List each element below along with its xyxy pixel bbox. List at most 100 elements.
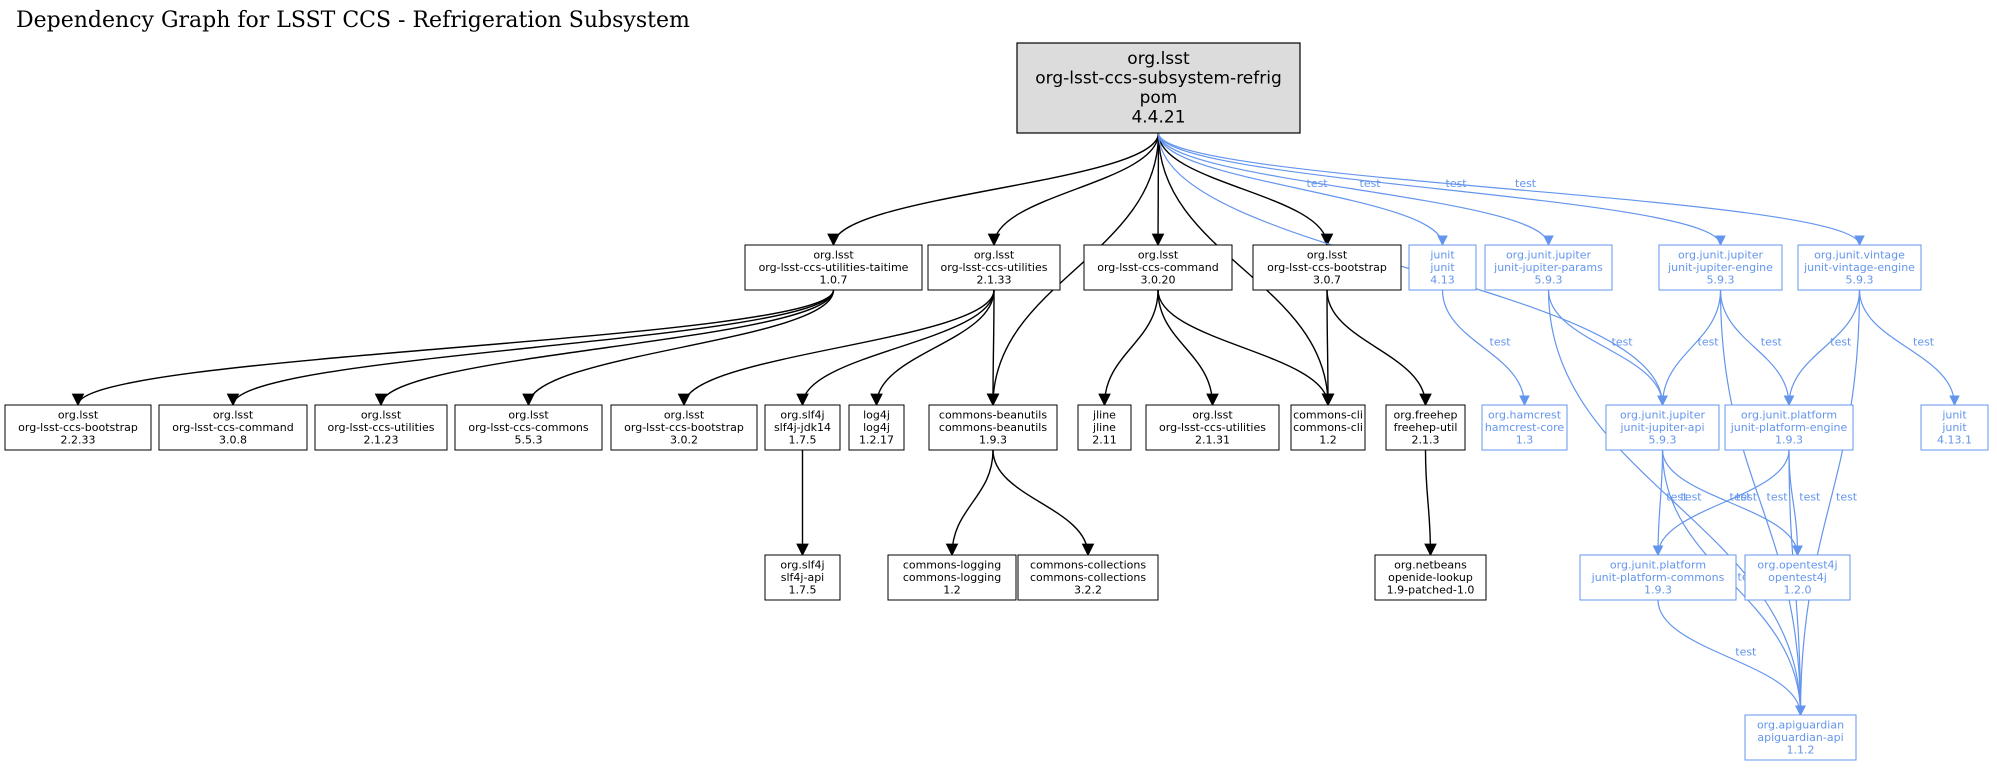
node-box xyxy=(1658,244,1783,291)
node-collections[interactable]: commons-collectionscommons-collections3.… xyxy=(1017,554,1159,601)
node-label-line: 4.4.21 xyxy=(1131,108,1185,128)
edge-line xyxy=(1157,132,1726,247)
dependency-edge: test xyxy=(1788,449,1821,557)
node-label-line: org.junit.platform xyxy=(1610,559,1706,572)
node-label-line: org.lsst xyxy=(213,409,254,422)
node-box xyxy=(887,554,1017,601)
dependency-edge: test xyxy=(1157,132,1554,247)
node-label-line: org.lsst xyxy=(813,249,854,262)
node-box xyxy=(1408,244,1477,291)
dependency-edge: test xyxy=(1157,132,1448,247)
node-box xyxy=(1077,404,1132,451)
dependency-edge xyxy=(226,289,835,407)
node-label-line: junit xyxy=(1429,261,1455,274)
dependency-edge xyxy=(71,289,835,407)
edge-label-test: test xyxy=(1612,336,1634,349)
node-label-line: org-lsst-ccs-utilities-taitime xyxy=(759,261,909,274)
node-label-line: junit xyxy=(1429,249,1455,262)
dependency-edge xyxy=(1157,289,1335,407)
node-label-line: 5.9.3 xyxy=(1846,274,1874,287)
node-box xyxy=(1385,404,1466,451)
node-label-line: junit-vintage-engine xyxy=(1803,261,1915,274)
node-box xyxy=(928,404,1058,451)
node-label-line: 5.9.3 xyxy=(1649,434,1677,447)
node-label-line: 1.2.0 xyxy=(1784,584,1812,597)
dependency-edge: test xyxy=(1157,132,1865,247)
node-label-line: 2.1.3 xyxy=(1412,434,1440,447)
node-label-line: org.junit.platform xyxy=(1741,409,1837,422)
node-label-line: 4.13 xyxy=(1430,274,1455,287)
dependency-edge xyxy=(986,289,1000,407)
node-label-line: jline xyxy=(1092,421,1116,434)
node-root[interactable]: org.lsstorg-lsst-ccs-subsystem-refrigpom… xyxy=(1016,42,1301,134)
node-box xyxy=(1374,554,1487,601)
node-label-line: junit-jupiter-api xyxy=(1619,421,1704,434)
node-taitime[interactable]: org.lsstorg-lsst-ccs-utilities-taitime1.… xyxy=(744,244,923,291)
node-label-line: 3.0.8 xyxy=(219,434,247,447)
node-label-line: opentest4j xyxy=(1768,571,1827,584)
edge-line xyxy=(374,289,835,407)
node-box xyxy=(1252,244,1402,291)
edge-line xyxy=(1657,289,1722,407)
dependency-edge: test xyxy=(1719,289,1806,717)
dependency-edge xyxy=(1321,289,1335,407)
node-label-line: org-lsst-ccs-utilities xyxy=(941,261,1048,274)
edge-label-test: test xyxy=(1913,336,1935,349)
dependency-edge xyxy=(1098,289,1159,407)
node-label-line: org.lsst xyxy=(974,249,1015,262)
nodes-layer: org.lsst org-lsst-ccs-subsystem-refrigpom… xyxy=(4,42,1989,761)
node-jengine[interactable]: org.junit.jupiterjunit-jupiter-engine5.9… xyxy=(1658,244,1783,291)
node-label-line: org-lsst-ccs-command xyxy=(1097,261,1219,274)
node-label-line: org.apiguardian xyxy=(1757,719,1844,732)
node-label-line: pom xyxy=(1140,88,1178,108)
node-label-line: commons-beanutils xyxy=(939,409,1047,422)
node-label-line: org.lsst xyxy=(508,409,549,422)
node-label-line: org-lsst-ccs-utilities xyxy=(1159,421,1266,434)
node-pengine[interactable]: org.junit.platformjunit-platform-engine1… xyxy=(1724,404,1854,451)
edge-line xyxy=(1657,599,1806,717)
edge-line xyxy=(522,289,835,407)
graph-title: Dependency Graph for LSST CCS - Refriger… xyxy=(16,8,690,33)
node-label-line: 3.0.2 xyxy=(670,434,698,447)
node-pcommons[interactable]: org.junit.platformjunit-platform-commons… xyxy=(1579,554,1737,601)
node-label-line: commons-collections xyxy=(1030,559,1146,572)
edge-line xyxy=(945,449,994,557)
node-label-line: junit-platform-engine xyxy=(1730,421,1848,434)
edge-line xyxy=(986,289,1000,407)
edge-line xyxy=(1858,289,1960,407)
node-params[interactable]: org.junit.jupiterjunit-jupiter-params5.9… xyxy=(1484,244,1613,291)
node-label-line: org.hamcrest xyxy=(1488,409,1562,422)
node-label-line: commons-cli xyxy=(1293,421,1363,434)
node-vintage[interactable]: org.junit.vintagejunit-vintage-engine5.9… xyxy=(1797,244,1922,291)
node-openide[interactable]: org.netbeansopenide-lookup1.9-patched-1.… xyxy=(1374,554,1487,601)
dependency-edge xyxy=(987,132,1160,247)
edge-line xyxy=(226,289,835,407)
node-box xyxy=(1579,554,1737,601)
node-label-line: org-lsst-ccs-subsystem-refrig xyxy=(1035,69,1282,89)
